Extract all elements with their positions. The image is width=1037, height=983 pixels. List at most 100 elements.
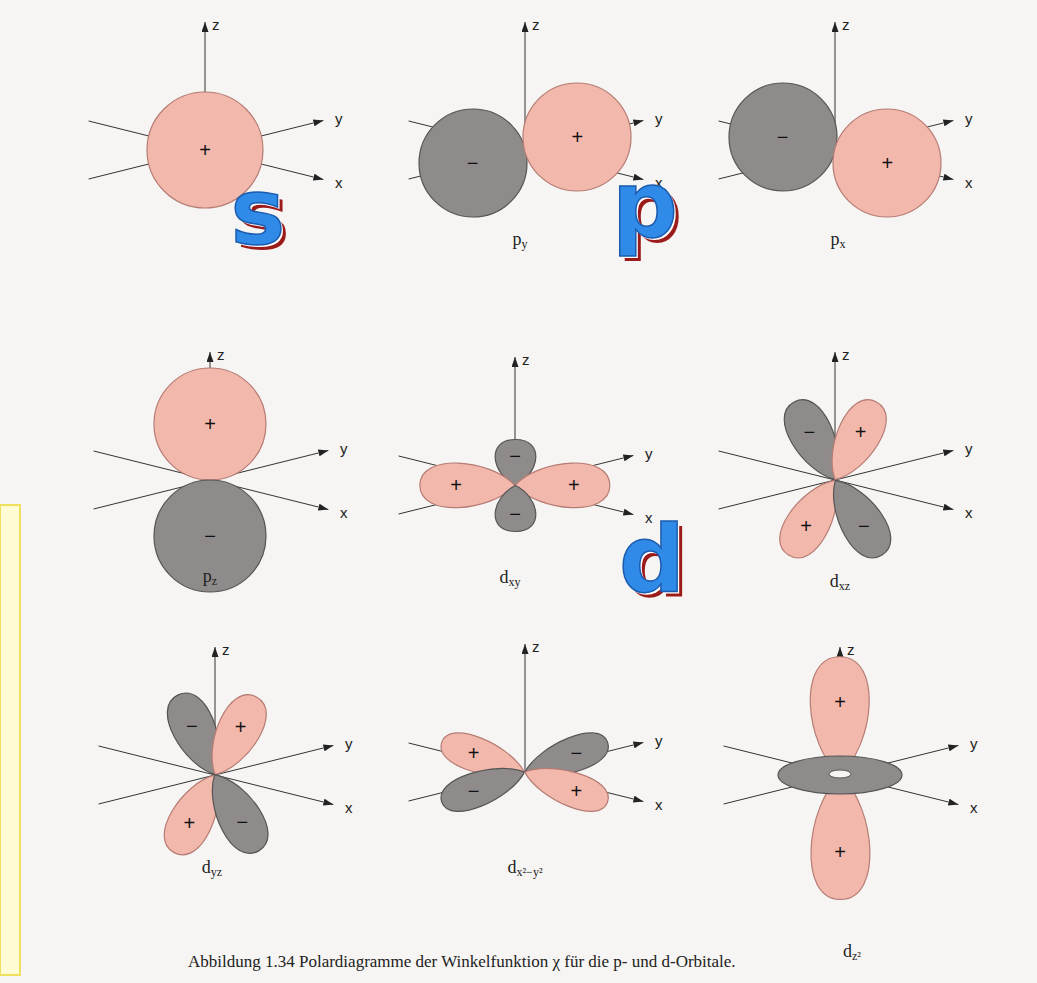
phase-sign: + (800, 516, 812, 536)
axis-label: y (965, 109, 973, 126)
axis-line (525, 644, 526, 772)
lobe-outline (196, 687, 275, 785)
lobe-outline (495, 485, 536, 531)
lobe-outline (154, 368, 266, 480)
lobe-outline (436, 756, 531, 819)
orbital-name: px (831, 229, 846, 252)
orbital-lobe: + (804, 389, 908, 493)
phase-sign: − (204, 526, 216, 546)
axis-label: x (965, 504, 973, 521)
axis-label: z (217, 346, 225, 363)
orbital-name: dyz (202, 857, 222, 880)
lobe-outline (833, 109, 941, 217)
axis-label: z (532, 16, 540, 33)
orbital-index: z (212, 574, 217, 588)
figure-caption: Abbildung 1.34 Polardiagramme der Winkel… (188, 952, 736, 972)
ring-hole (829, 770, 851, 778)
lobe-outline (816, 392, 895, 490)
orbital-index: x (840, 237, 846, 251)
orbital-lobe: − (433, 737, 533, 837)
axis-label: z (847, 641, 855, 658)
phase-sign: − (509, 446, 521, 466)
phase-sign: − (468, 781, 480, 801)
orbital-index: z² (852, 949, 861, 963)
phase-sign: + (204, 414, 216, 434)
orbital-lobe: − (482, 475, 549, 542)
lobe-outline (154, 480, 266, 592)
lobe-outline (197, 764, 278, 862)
phase-sign: + (855, 422, 867, 442)
orbital-index: yz (211, 865, 222, 879)
axis-label: x (970, 799, 978, 816)
orbital-index: x²−y² (517, 865, 543, 879)
side-strip (0, 505, 20, 975)
orbital-lobe: − (727, 81, 839, 193)
orbital-index: xz (839, 579, 850, 593)
orbital-type-letter: p (612, 152, 678, 259)
axis-label: y (345, 734, 353, 751)
phase-sign: + (570, 781, 582, 801)
axis-label: x (345, 799, 353, 816)
lobe-outline (729, 83, 837, 191)
phase-sign: − (570, 743, 582, 763)
orbital-type-letter: d (619, 507, 685, 614)
orbital-name: py (513, 229, 528, 252)
lobe-outline (519, 756, 614, 819)
lobe-shape (516, 737, 616, 837)
orbital-lobe: − (807, 466, 911, 570)
orbital-lobe: + (152, 366, 268, 482)
lobe-outline (419, 109, 527, 217)
orbital-index: xy (509, 575, 521, 589)
orbital-name: dx²−y² (508, 857, 543, 880)
axis-label: x (340, 504, 348, 521)
axis-label: z (842, 16, 850, 33)
orbital-name: dxz (830, 571, 850, 594)
axis-label: x (965, 174, 973, 191)
phase-sign: − (236, 812, 248, 832)
phase-sign: − (467, 153, 479, 173)
axis-label: y (645, 444, 653, 461)
axis-label: y (655, 109, 663, 126)
lobe-outline (817, 469, 900, 566)
orbital-lobe: − (417, 107, 529, 219)
phase-sign: − (777, 127, 789, 147)
orbital-name: dz² (843, 941, 861, 964)
axis-label: y (965, 439, 973, 456)
phase-sign: + (568, 475, 580, 495)
phase-sign: + (882, 153, 894, 173)
orbital-lobe: + (831, 107, 943, 219)
orbital-lobe: − (185, 761, 289, 865)
axis-label: z (212, 16, 220, 33)
axis-label: z (842, 346, 850, 363)
axis-label: y (970, 734, 978, 751)
phase-sign: + (235, 717, 247, 737)
axis-label: z (532, 638, 540, 655)
axis-label: x (335, 174, 343, 191)
orbital-lobe: + (184, 684, 288, 788)
phase-sign: + (199, 140, 211, 160)
phase-sign: − (858, 516, 870, 536)
phase-sign: + (468, 743, 480, 763)
phase-sign: + (834, 842, 846, 862)
orbital-index: y (522, 237, 528, 251)
axis-label: x (655, 796, 663, 813)
orbital-lobe: + (516, 737, 616, 837)
dz2-ring (778, 756, 902, 794)
axis-label: z (222, 641, 230, 658)
axis-label: y (340, 439, 348, 456)
orbital-type-letter: s (231, 159, 286, 266)
axis-label: y (335, 109, 343, 126)
phase-sign: − (509, 504, 521, 524)
phase-sign: + (184, 813, 196, 833)
lobe-shape (433, 737, 533, 837)
orbital-name: pz (203, 566, 217, 589)
orbital-name: dxy (500, 567, 521, 590)
phase-sign: − (804, 422, 816, 442)
phase-sign: + (572, 127, 584, 147)
phase-sign: − (186, 716, 198, 736)
phase-sign: + (834, 692, 846, 712)
axis-label: y (655, 731, 663, 748)
